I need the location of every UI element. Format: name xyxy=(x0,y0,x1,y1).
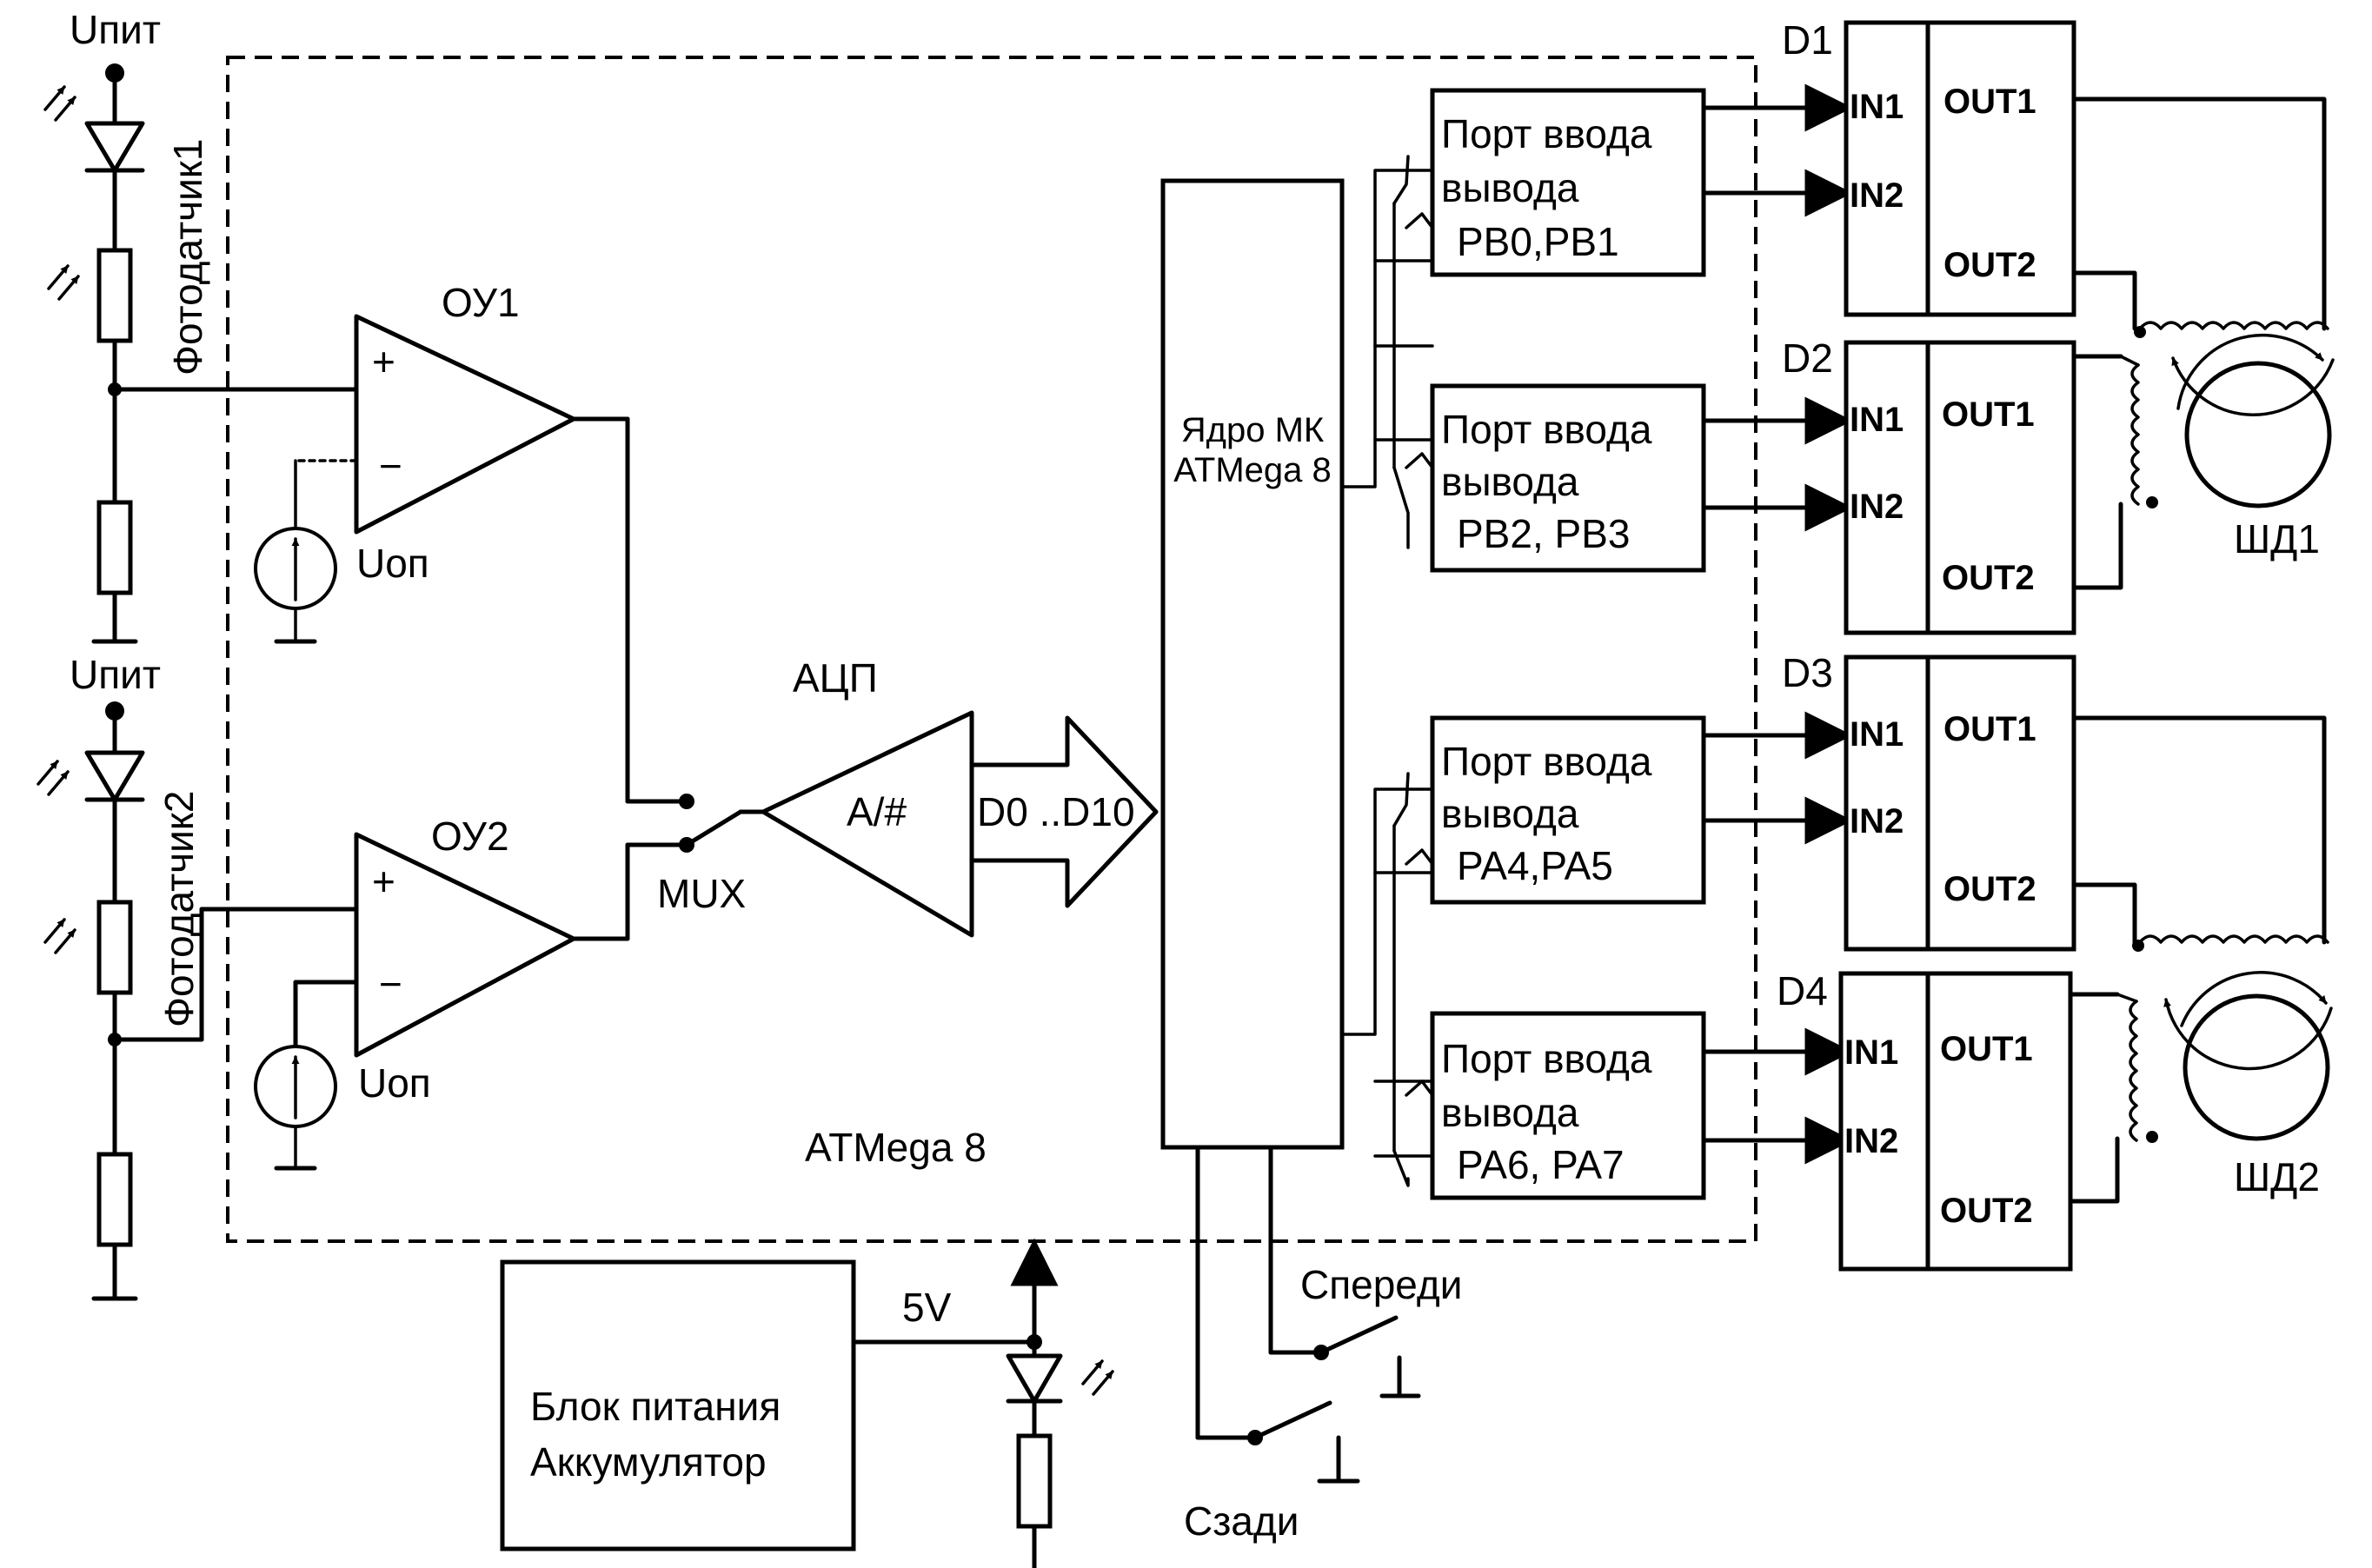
port-1-line2: вывода xyxy=(1441,165,1579,210)
sensor-1-label: Фотодатчик1 xyxy=(165,138,210,375)
port-2-line1: Порт ввода xyxy=(1441,407,1652,452)
switch-front-label: Спереди xyxy=(1300,1262,1462,1307)
port-1-line3: PB0,PB1 xyxy=(1457,219,1619,264)
motor-1-label: ШД1 xyxy=(2234,516,2320,561)
driver-d1-name: D1 xyxy=(1782,17,1833,63)
data-bus-label: D0 ..D10 xyxy=(977,789,1135,834)
port-3: Порт ввода вывода PA4,PA5 xyxy=(1430,715,1706,905)
port-4-line2: вывода xyxy=(1441,1090,1579,1135)
sensor-2-label: Фотодатчик2 xyxy=(156,790,202,1027)
opamp-1-label: ОУ1 xyxy=(442,280,520,325)
switch-rear: Сзади xyxy=(1184,1400,1360,1544)
power-line2: Аккумулятор xyxy=(530,1439,767,1485)
port-1-line1: Порт ввода xyxy=(1441,111,1652,156)
port-2-line2: вывода xyxy=(1441,459,1579,504)
chip-boundary xyxy=(226,56,1757,1243)
driver-d1: D1 IN1 IN2 OUT1 OUT2 xyxy=(1782,17,2076,317)
motor-2-label: ШД2 xyxy=(2234,1154,2320,1199)
adc-label: АЦП xyxy=(793,655,878,701)
driver-d3-in2: IN2 xyxy=(1850,802,1904,840)
motor-1-windings xyxy=(2071,96,2329,590)
uon-label-2: Uoп xyxy=(358,1060,431,1106)
port-2: Порт ввода вывода PB2, PB3 xyxy=(1430,383,1706,573)
opamp-2-label: ОУ2 xyxy=(431,814,509,859)
driver-d4-out2: OUT2 xyxy=(1940,1192,2033,1230)
driver-d2-out2: OUT2 xyxy=(1942,559,2035,597)
port-2-line3: PB2, PB3 xyxy=(1457,511,1630,556)
port-4-line1: Порт ввода xyxy=(1441,1036,1652,1081)
driver-d2-in2: IN2 xyxy=(1850,488,1904,526)
power-voltage: 5V xyxy=(902,1285,952,1330)
bus-fanout-top xyxy=(1340,155,1434,549)
opamp-1-plus: + xyxy=(372,339,395,384)
switch-rear-label: Сзади xyxy=(1184,1498,1299,1544)
power-line1: Блок питания xyxy=(530,1384,781,1429)
mcu-core-line1: Ядро МК xyxy=(1181,411,1325,449)
switch-front: Спереди xyxy=(1300,1262,1462,1399)
sensor-1-chain: Uпит Фотодатчик1 xyxy=(43,7,359,644)
driver-d4-in2: IN2 xyxy=(1844,1122,1898,1160)
driver-d1-in2: IN2 xyxy=(1850,176,1904,215)
port-1: Порт ввода вывода PB0,PB1 xyxy=(1430,88,1706,277)
driver-d4-out1: OUT1 xyxy=(1940,1030,2033,1068)
driver-d3-in1: IN1 xyxy=(1850,715,1904,754)
bus-fanout-bottom xyxy=(1340,772,1434,1187)
port-3-line2: вывода xyxy=(1441,791,1579,836)
opamp-1-minus: − xyxy=(379,443,402,488)
driver-d3-out2: OUT2 xyxy=(1943,870,2036,908)
driver-d3: D3 IN1 IN2 OUT1 OUT2 xyxy=(1782,650,2076,952)
data-bus-arrow xyxy=(969,715,1159,908)
adc: АЦП A/# D0 ..D10 xyxy=(761,655,1159,938)
motor-2: ШД2 xyxy=(2163,971,2333,1199)
power-supply: Блок питания Аккумулятор 5V xyxy=(500,1238,1114,1568)
port-4: Порт ввода вывода PA6, PA7 xyxy=(1430,1011,1706,1200)
driver-d1-out2: OUT2 xyxy=(1943,246,2036,284)
port-arrows xyxy=(1701,83,1853,1165)
driver-d2-in1: IN1 xyxy=(1850,401,1904,439)
opamp-1: ОУ1 + − Uoп xyxy=(254,280,576,644)
driver-d4-name: D4 xyxy=(1777,968,1828,1013)
chip-label: ATMega 8 xyxy=(805,1125,987,1170)
driver-d2-out1: OUT1 xyxy=(1942,395,2035,434)
port-4-line3: PA6, PA7 xyxy=(1457,1142,1625,1187)
mcu-core-line2: ATMega 8 xyxy=(1173,451,1332,489)
driver-d3-name: D3 xyxy=(1782,650,1833,695)
driver-d4-in1: IN1 xyxy=(1844,1033,1898,1072)
port-3-line3: PA4,PA5 xyxy=(1457,843,1613,888)
mux-label: MUX xyxy=(657,871,746,916)
mux: MUX xyxy=(571,416,766,941)
driver-d2-name: D2 xyxy=(1782,336,1833,381)
driver-d2: D2 IN1 IN2 OUT1 OUT2 xyxy=(1782,336,2076,635)
mcu-core: Ядро МК ATMega 8 xyxy=(1160,178,1345,1440)
driver-d1-out1: OUT1 xyxy=(1943,83,2036,121)
opamp-2: ОУ2 + − Uoп xyxy=(254,814,576,1171)
supply-label-1: Uпит xyxy=(70,7,161,52)
opamp-2-plus: + xyxy=(372,859,395,904)
driver-d4: D4 IN1 IN2 OUT1 OUT2 xyxy=(1777,968,2073,1272)
motor-1: ШД1 xyxy=(2171,333,2335,561)
supply-label-2: Uпит xyxy=(70,652,161,697)
sensor-2-chain: Uпит Фотодатчик2 xyxy=(37,652,359,1301)
motor-2-windings xyxy=(2068,715,2329,1204)
opamp-2-minus: − xyxy=(379,961,402,1007)
driver-d3-out1: OUT1 xyxy=(1943,710,2036,748)
uon-label-1: Uoп xyxy=(356,541,429,586)
driver-d1-in1: IN1 xyxy=(1850,88,1904,126)
adc-symbol: A/# xyxy=(847,789,907,834)
port-3-line1: Порт ввода xyxy=(1441,739,1652,784)
